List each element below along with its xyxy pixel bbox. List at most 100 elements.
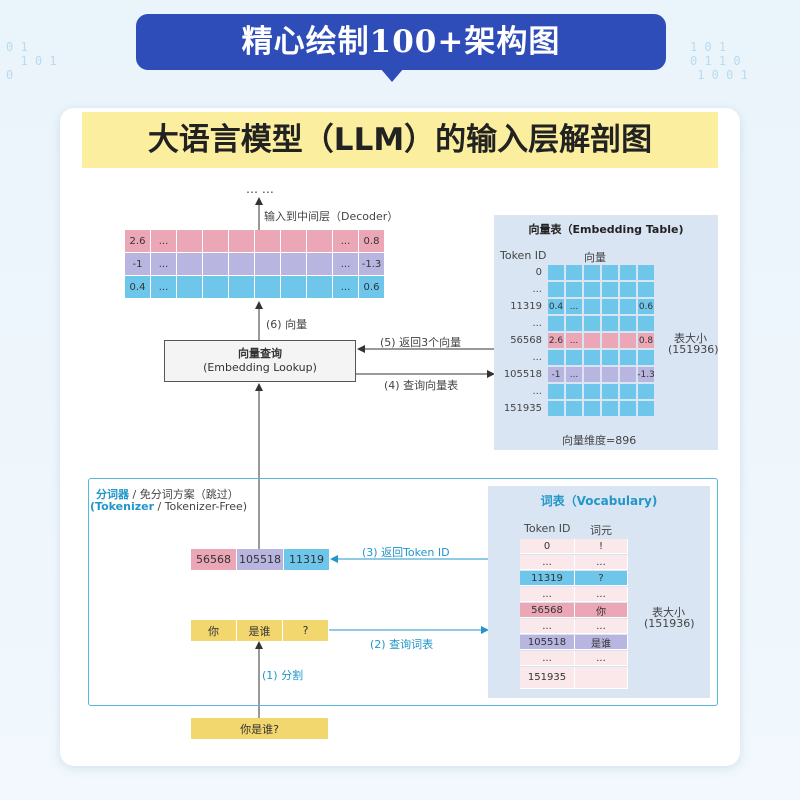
cell-dots: ... xyxy=(333,230,359,252)
vec-row xyxy=(547,349,655,366)
step3-label: (3) 返回Token ID xyxy=(362,546,450,559)
input-box: 你是谁? xyxy=(191,718,329,739)
output-row-1: 2.6 ... ... 0.8 xyxy=(125,230,385,252)
lookup-title: 向量查询 xyxy=(238,347,282,360)
cell xyxy=(177,253,203,275)
cell-value: -1.3 xyxy=(359,253,385,275)
vocab-id: ... xyxy=(520,619,575,634)
token-id: ... xyxy=(532,352,542,363)
step6-label: (6) 向量 xyxy=(266,318,308,331)
cell-dots: ... xyxy=(333,276,359,298)
vocab-row-11319: 11319 ? xyxy=(520,571,628,586)
token-id-row: 56568 105518 11319 xyxy=(191,549,330,570)
tokenizer-title-b: / 免分词方案（跳过） xyxy=(129,488,239,501)
cell-value: -1 xyxy=(125,253,151,275)
vocab-word: ... xyxy=(575,651,628,666)
tokenizer-subtitle: (Tokenizer / Tokenizer-Free) xyxy=(90,500,247,513)
step1-label: (1) 分割 xyxy=(262,669,304,682)
vec-row-56568: 2.6...0.8 xyxy=(547,332,655,349)
token-cell: 是谁 xyxy=(237,620,283,641)
input-text: 你是谁? xyxy=(191,718,329,739)
vocab-word xyxy=(575,667,628,689)
vec-row xyxy=(547,315,655,332)
vocab-id: ... xyxy=(520,555,575,570)
vocab-col-id: Token ID xyxy=(524,522,571,535)
tokenizer-subtitle-b: / Tokenizer-Free) xyxy=(154,500,248,513)
vec-row xyxy=(547,281,655,298)
vocab-id: 151935 xyxy=(520,667,575,689)
output-row-2: -1 ... ... -1.3 xyxy=(125,253,385,275)
step5-label: (5) 返回3个向量 xyxy=(380,336,462,349)
tokenizer-subtitle-a: (Tokenizer xyxy=(90,500,154,513)
table-size-label: 表大小 xyxy=(674,332,707,345)
vocab-word: ... xyxy=(575,587,628,602)
cell xyxy=(229,276,255,298)
vocab-word: ... xyxy=(575,619,628,634)
token-id-cell: 56568 xyxy=(191,549,237,570)
cell xyxy=(177,230,203,252)
token-id-cell: 11319 xyxy=(284,549,330,570)
cell-dots: ... xyxy=(333,253,359,275)
step4-label: (4) 查询向量表 xyxy=(384,379,459,392)
vocab-row: ... ... xyxy=(520,651,628,666)
to-decoder-label: 输入到中间层（Decoder） xyxy=(264,210,399,223)
vocab-size-label: 表大小 xyxy=(652,606,685,619)
vec-row-105518: -1...-1.3 xyxy=(547,366,655,383)
cell xyxy=(177,276,203,298)
cell-value: 0.8 xyxy=(359,230,385,252)
banner-title: 精心绘制100+架构图 xyxy=(241,24,561,60)
cell xyxy=(307,276,333,298)
cell-dots: ... xyxy=(151,253,177,275)
cell xyxy=(229,230,255,252)
cell xyxy=(281,253,307,275)
step2-label: (2) 查询词表 xyxy=(370,638,434,651)
embedding-lookup-box: 向量查询 (Embedding Lookup) xyxy=(164,340,356,382)
title-highlight xyxy=(82,112,718,168)
output-row-3: 0.4 ... ... 0.6 xyxy=(125,276,385,298)
vocab-id: 105518 xyxy=(520,635,575,650)
token-id: 11319 xyxy=(510,301,542,312)
table-size-value: (151936) xyxy=(668,343,719,356)
token-id: 0 xyxy=(535,267,542,278)
cell xyxy=(255,276,281,298)
vocab-row-56568: 56568 你 xyxy=(520,603,628,618)
cell xyxy=(281,276,307,298)
col-vector: 向量 xyxy=(584,251,606,264)
token-cell: ? xyxy=(283,620,329,641)
embedding-vector-grid: 0.4...0.6 2.6...0.8 -1...-1.3 xyxy=(547,264,655,420)
cell-dots: ... xyxy=(151,276,177,298)
token-id-cell: 105518 xyxy=(237,549,284,570)
token-id: ... xyxy=(532,284,542,295)
token-id: 151935 xyxy=(503,403,542,414)
vocab-word: 你 xyxy=(575,603,628,618)
vector-dim-label: 向量维度=896 xyxy=(562,434,637,447)
vocab-word: ... xyxy=(575,555,628,570)
cell xyxy=(255,230,281,252)
vocab-word: 是谁 xyxy=(575,635,628,650)
diagram-title: 大语言模型（LLM）的输入层解剖图 xyxy=(147,122,653,158)
banner-notch xyxy=(380,68,404,82)
tokenizer-title-a: 分词器 xyxy=(96,488,129,501)
cell xyxy=(229,253,255,275)
token-id: 56568 xyxy=(510,335,542,346)
col-token-id: Token ID xyxy=(500,249,547,262)
vocab-id: 56568 xyxy=(520,603,575,618)
embedding-table-title: 向量表（Embedding Table) xyxy=(528,223,684,236)
vocab-row: 0 ! xyxy=(520,539,628,554)
token-id: ... xyxy=(532,318,542,329)
cell-value: 0.6 xyxy=(359,276,385,298)
vocab-id: ... xyxy=(520,651,575,666)
lookup-subtitle: (Embedding Lookup) xyxy=(203,361,317,374)
cell xyxy=(203,253,229,275)
token-id: ... xyxy=(532,386,542,397)
vec-row xyxy=(547,264,655,281)
vocab-row: ... ... xyxy=(520,555,628,570)
vocab-word: ! xyxy=(575,539,628,554)
token-id: 105518 xyxy=(503,369,542,380)
vec-row xyxy=(547,400,655,417)
cell-value: 0.4 xyxy=(125,276,151,298)
cell xyxy=(203,230,229,252)
banner xyxy=(136,14,666,70)
